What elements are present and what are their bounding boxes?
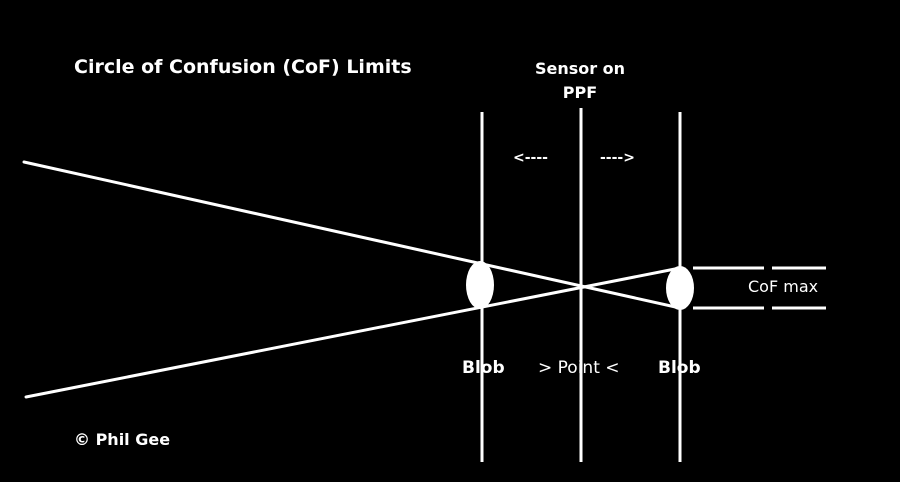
diagram-title: Circle of Confusion (CoF) Limits bbox=[74, 56, 412, 78]
sensor-label-line2: PPF bbox=[562, 83, 598, 102]
ray-upper bbox=[22, 160, 682, 310]
blob-right bbox=[666, 266, 694, 310]
ray-lower bbox=[24, 266, 682, 399]
copyright: © Phil Gee bbox=[74, 430, 171, 449]
arrow-left: <---- bbox=[513, 150, 548, 166]
point-label: > Point < bbox=[538, 358, 620, 378]
cof-max-label: CoF max bbox=[748, 277, 819, 296]
blob-left bbox=[466, 261, 494, 309]
arrow-right: ----> bbox=[600, 150, 635, 166]
blob-right-label: Blob bbox=[658, 358, 701, 378]
blob-left-label: Blob bbox=[462, 358, 505, 378]
sensor-label-line1: Sensor on bbox=[534, 59, 626, 78]
sensor-label: Sensor on PPF bbox=[500, 57, 660, 105]
